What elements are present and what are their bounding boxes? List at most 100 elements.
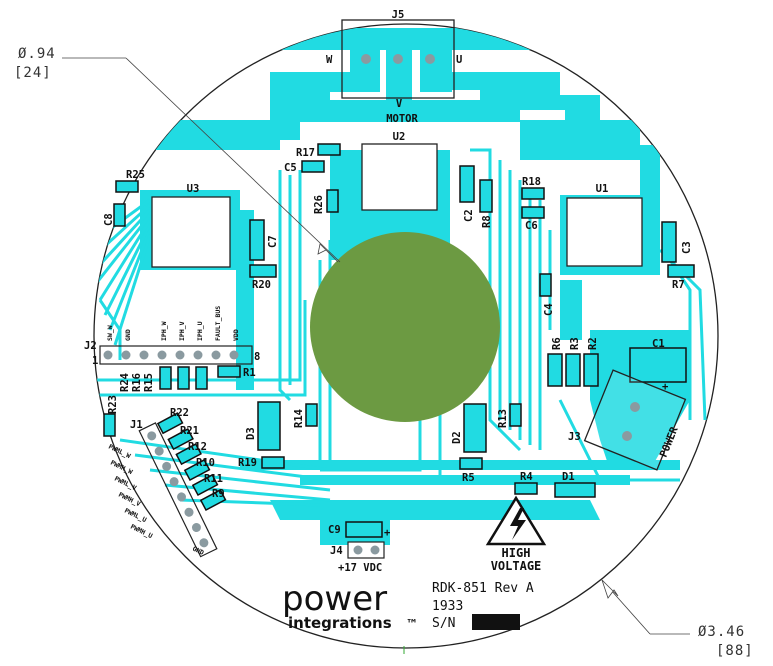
u3-label: U3 [187,183,200,195]
d3-label: D3 [245,427,257,440]
j2-label: J2 [84,340,97,352]
u2-label: U2 [393,131,406,143]
connector-j3: J3 POWER + [568,369,687,471]
c7-body [249,219,265,261]
chip-u2: U2 [361,131,438,211]
r20-label: R20 [252,279,271,291]
j2-pin-fault-bus: FAULT_BUS [214,306,222,341]
j4-label: J4 [330,545,343,557]
r8-body [479,179,493,213]
r3-label: R3 [569,337,581,350]
r20-body [249,264,277,278]
c2-label: C2 [463,209,475,222]
connector-j5: J5 W U V MOTOR [326,9,462,125]
j2-pin1-label: 1 [92,355,98,367]
r7-label: R7 [672,279,685,291]
motor-label: MOTOR [386,113,418,125]
r9-body [199,488,227,512]
r18-body [521,187,545,200]
c1-label: C1 [652,338,665,350]
r8-label: R8 [481,215,493,228]
j5-w-label: W [326,54,333,66]
r15-label: R15 [143,373,155,392]
j5-label: J5 [392,9,405,21]
high-voltage-warning: HIGH VOLTAGE [485,495,547,573]
j2-pin-sw-w: SW_W [106,325,114,341]
r2-label: R2 [587,337,599,350]
j2-pin-gnd: GND [124,329,132,341]
j2-pin-iph-w: IPH_W [160,321,168,341]
r4-label: R4 [520,471,533,483]
lightning-icon [510,508,526,540]
d1-body [554,482,596,498]
r16-body [195,366,208,390]
d2-label: D2 [451,431,463,444]
c3-label: C3 [681,241,693,254]
u1-label: U1 [596,183,609,195]
c2-body [459,165,475,203]
r18-label: R18 [522,176,541,188]
c9-plus-label: + [384,527,390,539]
serial-number-box [472,614,520,630]
brand-bottom: integrations [288,614,392,632]
dim-board-main: Ø3.46 [698,624,745,640]
r10-body [183,458,211,482]
c7-label: C7 [267,235,279,248]
r24-label: R24 [119,373,131,392]
r15-body [177,366,190,390]
chip-u1: U1 [566,183,643,267]
c8-label: C8 [103,213,115,226]
r21-body [167,428,194,451]
c3-body [661,221,677,263]
j2-pin-iph-u: IPH_U [196,321,204,341]
c8-body [113,203,126,227]
r26-label: R26 [313,195,325,214]
j5-u-label: U [456,54,462,66]
chip-u3: U3 [151,183,231,268]
c6-label: C6 [525,220,538,232]
r16-label: R16 [131,373,143,392]
board-sn: S/N [432,616,455,631]
c5-body [301,160,325,173]
r22-body [156,412,184,435]
r17-label: R17 [296,147,315,159]
r13-label: R13 [497,409,509,428]
d2-body [463,403,487,453]
c4-label: C4 [543,303,555,316]
r6-body [547,353,563,387]
j1-pin-pwmh-u: PWMH_U [129,523,154,541]
j2-pin8-label: 8 [254,351,260,363]
c9-body [345,521,383,538]
j1-pin-pwml-u: PWML_U [123,507,148,525]
dimension-board: Ø3.46 [88] [601,579,754,659]
r25-body [115,180,139,193]
dim-board-sub: [88] [716,643,754,659]
d1-label: D1 [562,471,575,483]
r7-body [667,264,695,278]
r13-body [509,403,522,427]
brand-top: power [282,579,387,619]
r9-label: R9 [212,488,225,500]
r2-body [583,353,599,387]
components [103,143,695,538]
board-code: 1933 [432,599,463,614]
j1-label: J1 [130,419,143,431]
r6-label: R6 [551,337,563,350]
r23-body [103,413,116,437]
j5-v-label: V [396,98,403,110]
c4-body [539,273,552,297]
connector-j4: J4 + +17 VDC [330,527,390,574]
r14-body [305,403,318,427]
r1-body [217,365,241,378]
r23-label: R23 [107,395,119,414]
r17-body [317,143,341,156]
r22-label: R22 [170,407,189,419]
dim-core-sub: [24] [14,65,52,81]
r14-label: R14 [293,409,305,428]
warning-line1: HIGH [502,546,531,560]
c5-label: C5 [284,162,297,174]
r10-label: R10 [196,457,215,469]
r11-label: R11 [204,473,223,485]
warning-line2: VOLTAGE [491,559,542,573]
